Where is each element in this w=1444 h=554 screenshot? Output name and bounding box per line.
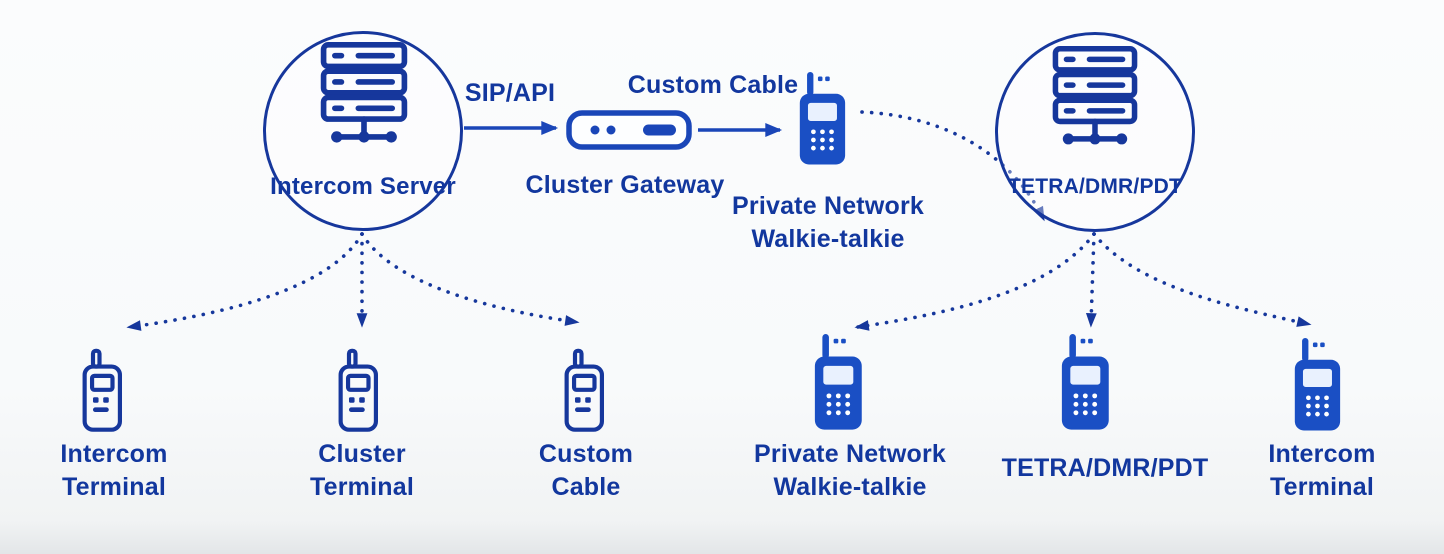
- server-icon: [1049, 46, 1141, 158]
- terminal-label-tetra: TETRA/DMR/PDT: [1001, 454, 1209, 482]
- dotted-arrow-intercom-terminal: [126, 232, 364, 331]
- walkie-talkie-outline-icon: [562, 348, 614, 433]
- walkie-talkie-filled-icon: [813, 334, 873, 432]
- terminal-label-custom-cable: Custom Cable: [538, 440, 634, 501]
- walkie-to-tetra-dotted-link: [860, 110, 1045, 222]
- tetra-dmr-pdt-label: TETRA/DMR/PDT: [1007, 175, 1183, 198]
- walkie-talkie-outline-icon: [80, 348, 132, 433]
- intercom-server-label: Intercom Server: [270, 173, 456, 200]
- private-network-walkie-label: Private Network Walkie-talkie: [732, 192, 924, 253]
- terminal-label-intercom-right: Intercom Terminal: [1268, 440, 1376, 501]
- dotted-arrow-tetra-terminal: [1085, 232, 1097, 328]
- terminal-label-intercom-left: Intercom Terminal: [60, 440, 168, 501]
- custom-cable-edge-label: Custom Cable: [627, 71, 799, 99]
- walkie-talkie-filled-icon: [1060, 334, 1120, 432]
- cluster-gateway-icon: [566, 110, 692, 150]
- cluster-gateway-label: Cluster Gateway: [525, 171, 725, 199]
- sip-api-label: SIP/API: [464, 79, 556, 107]
- walkie-talkie-filled-icon: [798, 72, 856, 166]
- walkie-talkie-outline-icon: [336, 348, 388, 433]
- dotted-arrow-pn-walkie: [854, 232, 1096, 331]
- dotted-arrow-custom-cable-terminal: [360, 232, 580, 326]
- walkie-talkie-filled-icon: [1293, 338, 1351, 432]
- dotted-arrow-intercom-terminal-right: [1092, 232, 1312, 327]
- terminal-label-cluster: Cluster Terminal: [310, 440, 414, 501]
- server-icon: [317, 42, 411, 157]
- terminal-label-pn-walkie: Private Network Walkie-talkie: [754, 440, 946, 501]
